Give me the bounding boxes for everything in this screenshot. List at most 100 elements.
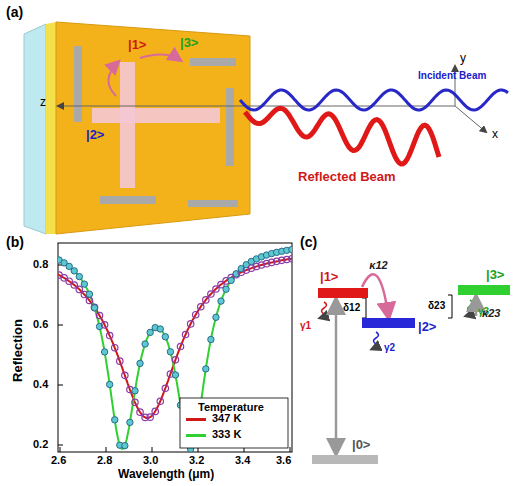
reflected-beam — [245, 108, 439, 164]
legend-text: 347 K — [212, 412, 241, 425]
tick — [58, 385, 63, 386]
data-point — [137, 360, 143, 366]
data-point — [112, 345, 118, 351]
resonator-bar — [188, 200, 238, 207]
data-point — [142, 341, 148, 347]
fit-curve — [58, 248, 292, 449]
axis-title: Wavelength (μm) — [118, 468, 214, 482]
decay-arrow — [466, 300, 473, 316]
data-point — [101, 322, 107, 328]
level-label: |0> — [352, 438, 370, 452]
data-point — [147, 414, 153, 420]
level-label: |2> — [418, 320, 436, 334]
tick-label: 2.8 — [97, 454, 112, 467]
detuning-bracket — [448, 295, 452, 318]
data-point — [223, 286, 229, 292]
coupling-label: κ12 — [369, 259, 387, 272]
data-point — [86, 291, 92, 297]
legend-swatch — [186, 418, 206, 421]
data-point — [162, 334, 168, 340]
tick-label: 2.6 — [51, 454, 66, 467]
state-label: |3> — [180, 36, 198, 51]
data-point — [122, 442, 128, 448]
level-label: |1> — [320, 270, 338, 284]
coupling-arrow — [108, 62, 118, 96]
data-point — [58, 272, 62, 278]
tick — [290, 447, 291, 452]
decay-label: γ1 — [300, 320, 311, 332]
data-point — [137, 409, 143, 415]
panel-letter: (b) — [6, 234, 24, 250]
data-point — [228, 277, 234, 283]
beam-label: Reflected Beam — [298, 170, 396, 185]
data-point — [132, 388, 138, 394]
data-point — [117, 358, 123, 364]
resonator-bar — [100, 196, 156, 204]
decay-arrow — [372, 332, 379, 349]
data-point — [112, 417, 118, 423]
data-point — [182, 331, 188, 337]
data-point — [208, 291, 214, 297]
substrate — [24, 24, 46, 234]
detuning-label: δ23 — [428, 300, 445, 312]
coupling-arrow — [335, 300, 338, 453]
tick-label: 0.6 — [33, 318, 48, 331]
data-point — [172, 372, 178, 378]
decay-label: γ2 — [384, 342, 395, 354]
tick-label: 3.6 — [276, 454, 291, 467]
data-point — [203, 366, 209, 372]
data-point — [193, 311, 199, 317]
energy-level: |1> — [318, 288, 368, 298]
resonator-bar — [190, 58, 236, 66]
data-point — [162, 385, 168, 391]
axis-label: x — [492, 128, 498, 142]
data-point — [76, 273, 82, 279]
fit-curve — [58, 257, 292, 418]
energy-level: |0> — [312, 455, 378, 464]
data-point — [198, 304, 204, 310]
data-point — [147, 329, 153, 335]
coupling-label: κ23 — [482, 307, 500, 320]
state-label: |2> — [86, 128, 104, 143]
data-point — [106, 332, 112, 338]
tick — [152, 447, 153, 452]
data-point — [71, 268, 77, 274]
legend-swatch — [186, 434, 206, 437]
beam-label: Incident Beam — [418, 70, 486, 82]
energy-level: |2> — [362, 318, 415, 328]
data-point — [96, 312, 102, 318]
data-point — [101, 349, 107, 355]
data-point — [289, 246, 292, 252]
tick-label: 3.4 — [235, 454, 250, 467]
data-point — [91, 304, 97, 310]
level-label: |3> — [486, 268, 504, 282]
tick-label: 3.2 — [189, 454, 204, 467]
tick — [106, 447, 107, 452]
plot-frame — [58, 243, 292, 452]
axis-label: z — [40, 96, 46, 110]
tick-label: 0.8 — [33, 258, 48, 271]
cross-resonator — [120, 62, 135, 188]
data-point — [208, 336, 214, 342]
data-point — [81, 281, 87, 287]
panel-letter: (a) — [6, 4, 23, 20]
data-point — [91, 305, 97, 311]
coupling-arrow — [475, 297, 478, 316]
data-point — [106, 381, 112, 387]
data-point — [177, 343, 183, 349]
spacer — [46, 22, 56, 234]
resonator-bar — [226, 88, 234, 166]
data-point — [218, 298, 224, 304]
coupling-arrow — [140, 54, 180, 60]
data-point — [172, 357, 178, 363]
data-point — [167, 349, 173, 355]
data-point — [76, 286, 82, 292]
data-point — [213, 314, 219, 320]
data-point — [157, 398, 163, 404]
legend-box — [180, 398, 288, 448]
tick — [58, 325, 63, 326]
ticks — [58, 265, 290, 452]
data-point — [132, 399, 138, 405]
data-point — [289, 255, 292, 261]
detuning-label: δ12 — [343, 302, 360, 314]
